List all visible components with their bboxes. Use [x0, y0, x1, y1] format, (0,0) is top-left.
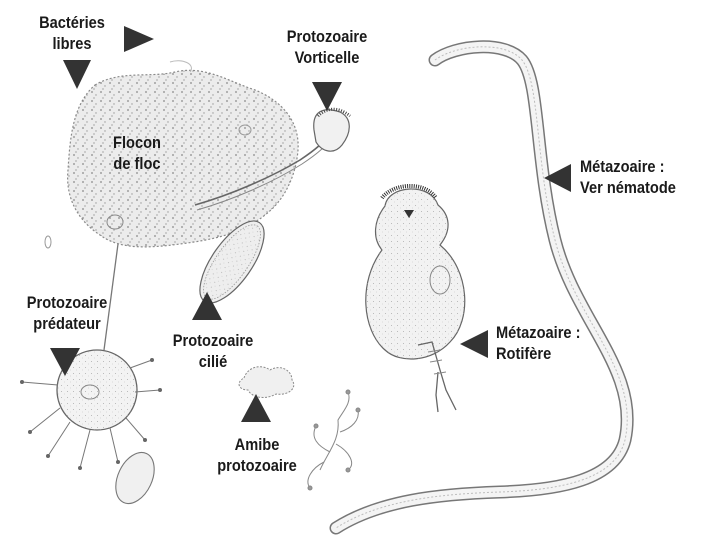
label-bacteries-libres: Bactéries libres — [39, 13, 105, 53]
debris-drawing — [307, 389, 361, 491]
pointer-bacteries-right-icon — [124, 26, 154, 52]
label-ver-nematode: Métazoaire : Ver nématode — [580, 157, 676, 197]
pointer-cilie-icon — [192, 292, 222, 320]
label-rotifere: Métazoaire : Rotifère — [496, 323, 581, 363]
pointer-bacteries-down-icon — [63, 60, 91, 89]
label-vorticelle: Protozoaire Vorticelle — [286, 27, 368, 67]
rotifer-drawing — [365, 183, 466, 413]
floc-drawing — [67, 69, 299, 248]
pointer-vorticelle-icon — [312, 82, 342, 111]
pointer-rotifer-head-icon — [404, 210, 414, 218]
pointers — [50, 26, 571, 422]
pointer-predateur-icon — [50, 348, 80, 376]
label-protozoaire-cilie: Protozoaire cilié — [172, 331, 254, 371]
pointer-rotifere-icon — [460, 330, 488, 358]
label-flocon-de-floc: Flocon de floc — [113, 133, 161, 173]
pointer-nematode-icon — [544, 164, 571, 192]
vorticelle-drawing — [194, 107, 351, 211]
pointer-amibe-icon — [241, 394, 271, 422]
label-protozoaire-predateur: Protozoaire prédateur — [26, 293, 108, 333]
amoeba-drawing — [238, 366, 295, 398]
predator-protozoan-drawing — [20, 243, 162, 505]
small-particles-drawing — [44, 60, 192, 249]
label-amibe-protozoaire: Amibe protozoaire — [217, 435, 297, 475]
nematode-drawing — [329, 40, 634, 535]
